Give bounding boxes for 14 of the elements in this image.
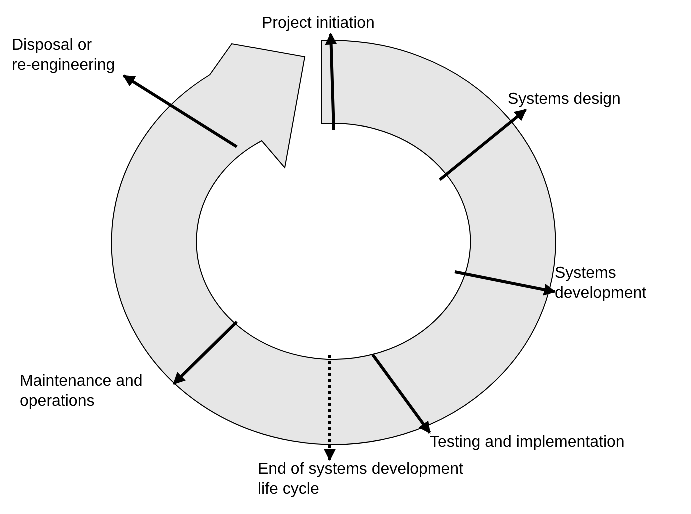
stage-label: Testing and implementation (430, 433, 690, 453)
arrow (122, 74, 238, 148)
stage-label: Systems design (508, 90, 638, 110)
arrow (324, 355, 336, 462)
stage-label: End of systems development life cycle (258, 460, 473, 500)
stage-label: Disposal or re-engineering (12, 36, 124, 76)
stage-label: Systems development (555, 264, 675, 304)
arrow (454, 270, 556, 296)
arrow (372, 354, 432, 434)
stage-label: Maintenance and operations (20, 372, 190, 412)
arrow (439, 108, 527, 182)
stage-label: Project initiation (262, 14, 392, 34)
arrow (325, 32, 338, 130)
arrow (172, 320, 238, 386)
